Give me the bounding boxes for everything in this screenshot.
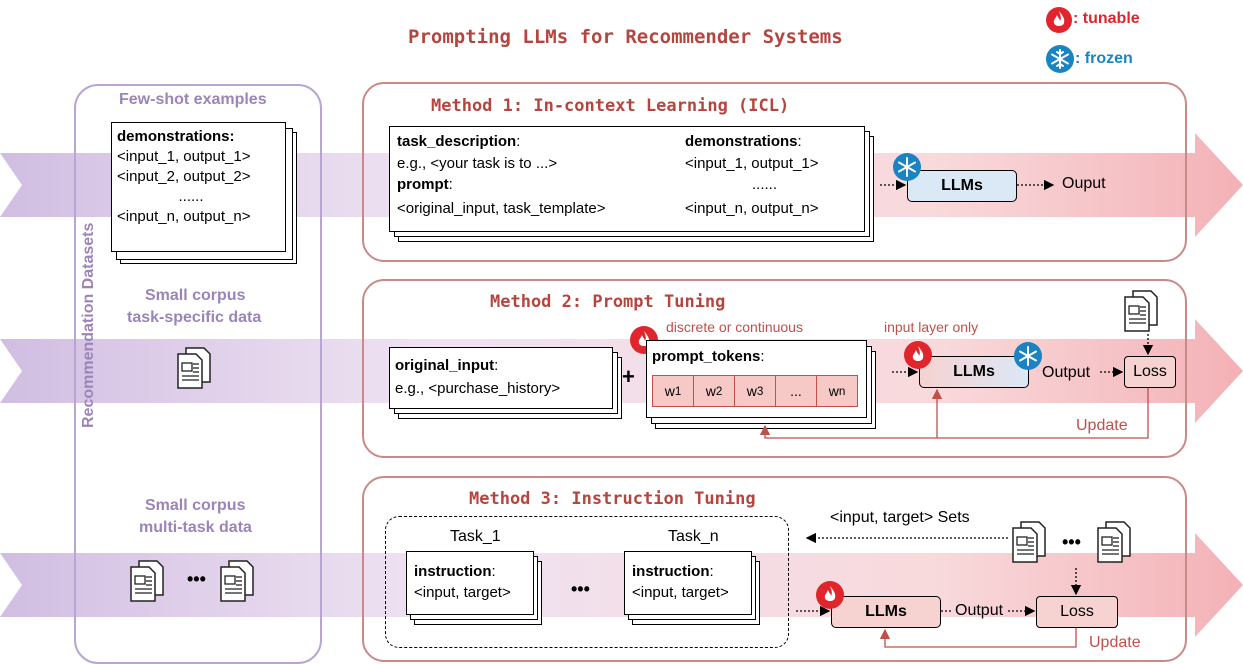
method2-eg: e.g., <purchase_history> (395, 380, 561, 397)
method1-snowflake-icon (893, 153, 921, 181)
method2-panel (362, 279, 1187, 458)
method1-prompt-line: <original_input, task_template> (397, 200, 606, 217)
method3-task1-instruction-row: instruction: (414, 562, 496, 582)
method3-taskn-label: Task_n (668, 528, 719, 545)
method2-fire-icon (904, 341, 932, 369)
method1-output: Ouput (1062, 175, 1106, 192)
method1-demonstrations-row: demonstrations: (685, 132, 802, 152)
method1-demo-1: <input_1, output_1> (685, 155, 819, 172)
method1-colon-1: : (516, 133, 521, 150)
few-shot-line-1: <input_1, output_1> (117, 148, 251, 165)
method3-update: Update (1089, 634, 1141, 651)
method2-prompt-tokens: prompt_tokens (652, 348, 761, 365)
task-specific-label: task-specific data (127, 309, 262, 326)
token-dots: ... (776, 375, 817, 407)
method2-plus: + (622, 364, 635, 389)
method3-taskn-pair: <input, target> (632, 584, 729, 601)
method2-colon-2: : (760, 348, 765, 365)
method1-demo-n: <input_n, output_n> (685, 200, 819, 217)
method1-eg: e.g., <your task is to ...> (397, 155, 558, 172)
method3-output: Output (955, 602, 1004, 619)
method1-llm-box: LLMs (907, 170, 1017, 202)
method3-title: Method 3: Instruction Tuning (469, 489, 756, 509)
method3-taskn-instruction: instruction (632, 563, 710, 580)
method1-colon-3: : (797, 133, 802, 150)
multi-task-label: multi-task data (139, 519, 252, 536)
method1-demo-dots: ...... (752, 176, 778, 193)
few-shot-line-3: <input_n, output_n> (117, 208, 251, 225)
few-shot-dots: ...... (178, 188, 204, 205)
method3-task1-pair: <input, target> (414, 584, 511, 601)
method1-prompt-row: prompt: (397, 175, 453, 195)
method3-docs-ellipsis: ••• (1062, 532, 1081, 552)
datasets-panel (74, 84, 322, 664)
method3-task1-label: Task_1 (450, 528, 501, 545)
method3-sets-label: <input, target> Sets (830, 509, 970, 526)
method2-input-card: original_input: e.g., <purchase_history> (389, 347, 613, 409)
method3-llm-box: LLMs (831, 596, 941, 628)
method2-snowflake-icon (1014, 342, 1042, 370)
few-shot-title: Few-shot examples (119, 91, 267, 108)
method3-task1-card: instruction: <input, target> (406, 551, 534, 615)
method3-fire-icon (816, 581, 844, 609)
method3-task1-instruction: instruction (414, 563, 492, 580)
method2-discrete-label: discrete or continuous (666, 319, 803, 335)
method2-input-layer-label: input layer only (884, 319, 979, 335)
method2-llm-box: LLMs (919, 356, 1029, 388)
method1-task-description-row: task_description: (397, 132, 520, 152)
method1-card: task_description: e.g., <your task is to… (389, 126, 865, 232)
legend-frozen: : frozen (1045, 44, 1235, 74)
method1-demonstrations: demonstrations (685, 133, 798, 150)
method2-loss-box: Loss (1124, 356, 1176, 388)
method2-output: Output (1042, 364, 1091, 381)
method2-original-input-row: original_input: (395, 356, 498, 376)
method1-panel (362, 82, 1187, 262)
method3-task-group (385, 516, 789, 648)
legend-frozen-label: : frozen (1075, 50, 1133, 67)
method3-taskn-instruction-row: instruction: (632, 562, 714, 582)
method1-colon-2: : (448, 176, 453, 193)
method2-update: Update (1076, 417, 1128, 434)
few-shot-line-2: <input_2, output_2> (117, 168, 251, 185)
method1-prompt: prompt (397, 176, 449, 193)
method3-task-ellipsis: ••• (571, 579, 590, 599)
legend-tunable: : tunable (1045, 6, 1235, 34)
method1-task-description: task_description (397, 133, 517, 150)
small-corpus-label-2: Small corpus (145, 497, 246, 514)
snowflake-icon (1046, 45, 1074, 73)
method2-colon-1: : (494, 357, 499, 374)
method2-prompt-tokens-row: prompt_tokens: (652, 347, 765, 367)
few-shot-card: demonstrations: <input_1, output_1> <inp… (111, 122, 286, 252)
method3-taskn-card: instruction: <input, target> (624, 551, 752, 615)
fire-icon (1046, 7, 1072, 33)
method1-title: Method 1: In-context Learning (ICL) (431, 96, 790, 116)
legend-tunable-label: : tunable (1073, 10, 1140, 27)
method2-title: Method 2: Prompt Tuning (490, 292, 726, 312)
method2-original-input: original_input (395, 357, 495, 374)
method3-loss-box: Loss (1036, 596, 1118, 628)
method3-colon-1: : (491, 563, 496, 580)
diagram-title: Prompting LLMs for Recommender Systems (408, 26, 843, 48)
method3-colon-2: : (709, 563, 714, 580)
few-shot-heading: demonstrations: (117, 128, 235, 145)
multi-task-ellipsis: ••• (187, 569, 206, 589)
method3-panel (362, 476, 1187, 662)
small-corpus-label-1: Small corpus (145, 287, 246, 304)
datasets-vertical-label: Recommendation Datasets (80, 222, 97, 428)
